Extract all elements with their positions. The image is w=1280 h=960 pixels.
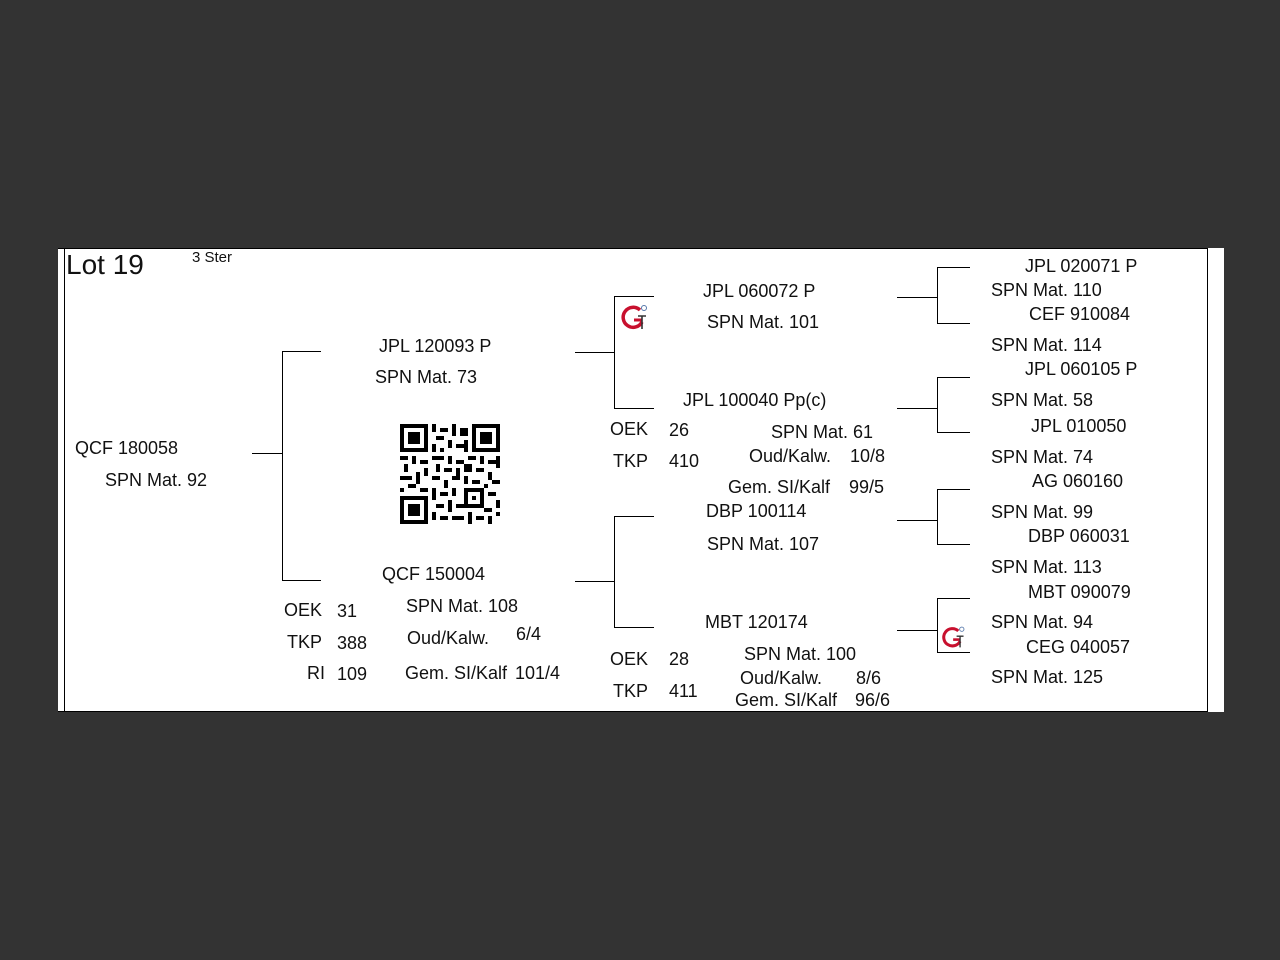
connector-line	[937, 267, 938, 324]
sire-dam-gem-value: 99/5	[849, 477, 885, 497]
sire-dam-oud-value: 10/8	[850, 446, 886, 466]
dam-id: QCF 150004	[382, 564, 486, 584]
right-border	[1207, 248, 1208, 712]
connector-line	[937, 489, 938, 545]
sire-dam-oek-value: 26	[669, 420, 690, 440]
dsd-spn: SPN Mat. 113	[991, 557, 1102, 577]
ddd-spn: SPN Mat. 125	[991, 667, 1104, 687]
animal-spn: SPN Mat. 92	[105, 470, 208, 490]
dss-id: AG 060160	[1032, 471, 1124, 491]
sire-spn: SPN Mat. 73	[375, 367, 478, 387]
sire-sire-spn: SPN Mat. 101	[707, 312, 820, 332]
sss-id: JPL 020071 P	[1025, 256, 1138, 276]
left-border	[64, 248, 65, 712]
connector-line	[614, 516, 615, 628]
connector-line	[897, 408, 937, 409]
sdd-spn: SPN Mat. 74	[991, 447, 1094, 467]
sdd-id: JPL 010050	[1031, 416, 1127, 436]
ssd-spn: SPN Mat. 114	[991, 335, 1102, 355]
dam-oud-label: Oud/Kalw.	[407, 628, 490, 648]
sire-dam-tkp-value: 410	[669, 451, 700, 471]
sds-id: JPL 060105 P	[1025, 359, 1138, 379]
connector-line	[614, 296, 615, 408]
dam-oek-value: 31	[337, 601, 358, 621]
dds-id: MBT 090079	[1028, 582, 1131, 602]
dam-sire-id: DBP 100114	[706, 501, 807, 521]
dam-gem-label: Gem. SI/Kalf	[405, 663, 508, 683]
connector-line	[937, 489, 970, 490]
dam-dam-tkp-label: TKP	[613, 681, 649, 701]
connector-line	[614, 296, 654, 297]
dam-dam-spn: SPN Mat. 100	[744, 644, 857, 664]
dam-dam-gem-label: Gem. SI/Kalf	[735, 690, 838, 710]
sire-sire-id: JPL 060072 P	[703, 281, 816, 301]
breeder-logo-icon	[942, 626, 965, 648]
dam-tkp-value: 388	[337, 633, 368, 653]
dam-dam-gem-value: 96/6	[855, 690, 891, 710]
dam-dam-oek-label: OEK	[610, 649, 649, 669]
dam-oud-value: 6/4	[516, 624, 542, 644]
dam-spn: SPN Mat. 108	[406, 596, 519, 616]
connector-line	[575, 581, 614, 582]
connector-line	[282, 351, 283, 581]
connector-line	[937, 652, 970, 653]
dam-ri-value: 109	[337, 664, 368, 684]
sire-dam-oek-label: OEK	[610, 419, 649, 439]
sss-spn: SPN Mat. 110	[991, 280, 1102, 300]
connector-line	[937, 323, 970, 324]
connector-line	[937, 267, 970, 268]
sds-spn: SPN Mat. 58	[991, 390, 1094, 410]
sire-id: JPL 120093 P	[379, 336, 492, 356]
connector-line	[282, 351, 321, 352]
connector-line	[575, 352, 614, 353]
dam-dam-oek-value: 28	[669, 649, 690, 669]
connector-line	[937, 598, 970, 599]
lot-title: Lot 19	[66, 249, 144, 280]
sire-dam-tkp-label: TKP	[613, 451, 649, 471]
top-border	[58, 248, 1208, 249]
dam-dam-id: MBT 120174	[705, 612, 808, 632]
connector-line	[937, 432, 970, 433]
sire-dam-id: JPL 100040 Pp(c)	[683, 390, 827, 410]
dam-oek-label: OEK	[284, 600, 323, 620]
connector-line	[937, 544, 970, 545]
dam-gem-value: 101/4	[515, 663, 561, 683]
dam-sire-spn: SPN Mat. 107	[707, 534, 820, 554]
connector-line	[252, 453, 282, 454]
connector-line	[937, 377, 938, 433]
connector-line	[937, 598, 938, 653]
sire-dam-oud-label: Oud/Kalw.	[749, 446, 832, 466]
bottom-border	[58, 711, 1208, 712]
connector-line	[614, 408, 654, 409]
connector-line	[614, 516, 654, 517]
ssd-id: CEF 910084	[1029, 304, 1131, 324]
connector-line	[897, 630, 937, 631]
star-rating: 3 Ster	[192, 249, 233, 266]
dam-dam-oud-value: 8/6	[856, 668, 882, 688]
sire-dam-gem-label: Gem. SI/Kalf	[728, 477, 831, 497]
dss-spn: SPN Mat. 99	[991, 502, 1094, 522]
ddd-id: CEG 040057	[1026, 637, 1131, 657]
dam-ri-label: RI	[307, 663, 325, 683]
dam-dam-tkp-value: 411	[669, 681, 698, 701]
connector-line	[614, 627, 654, 628]
dsd-id: DBP 060031	[1028, 526, 1130, 546]
connector-line	[897, 520, 937, 521]
animal-id: QCF 180058	[75, 438, 179, 458]
dam-tkp-label: TKP	[287, 632, 323, 652]
sire-dam-spn: SPN Mat. 61	[771, 422, 874, 442]
connector-line	[897, 297, 937, 298]
qr-code	[400, 424, 500, 524]
connector-line	[282, 580, 321, 581]
breeder-logo-icon	[621, 305, 647, 330]
pedigree-sheet: Lot 19 3 Ster QCF 180058 SPN Mat. 92 JPL…	[58, 248, 1224, 712]
dds-spn: SPN Mat. 94	[991, 612, 1094, 632]
dam-dam-oud-label: Oud/Kalw.	[740, 668, 823, 688]
connector-line	[937, 377, 970, 378]
